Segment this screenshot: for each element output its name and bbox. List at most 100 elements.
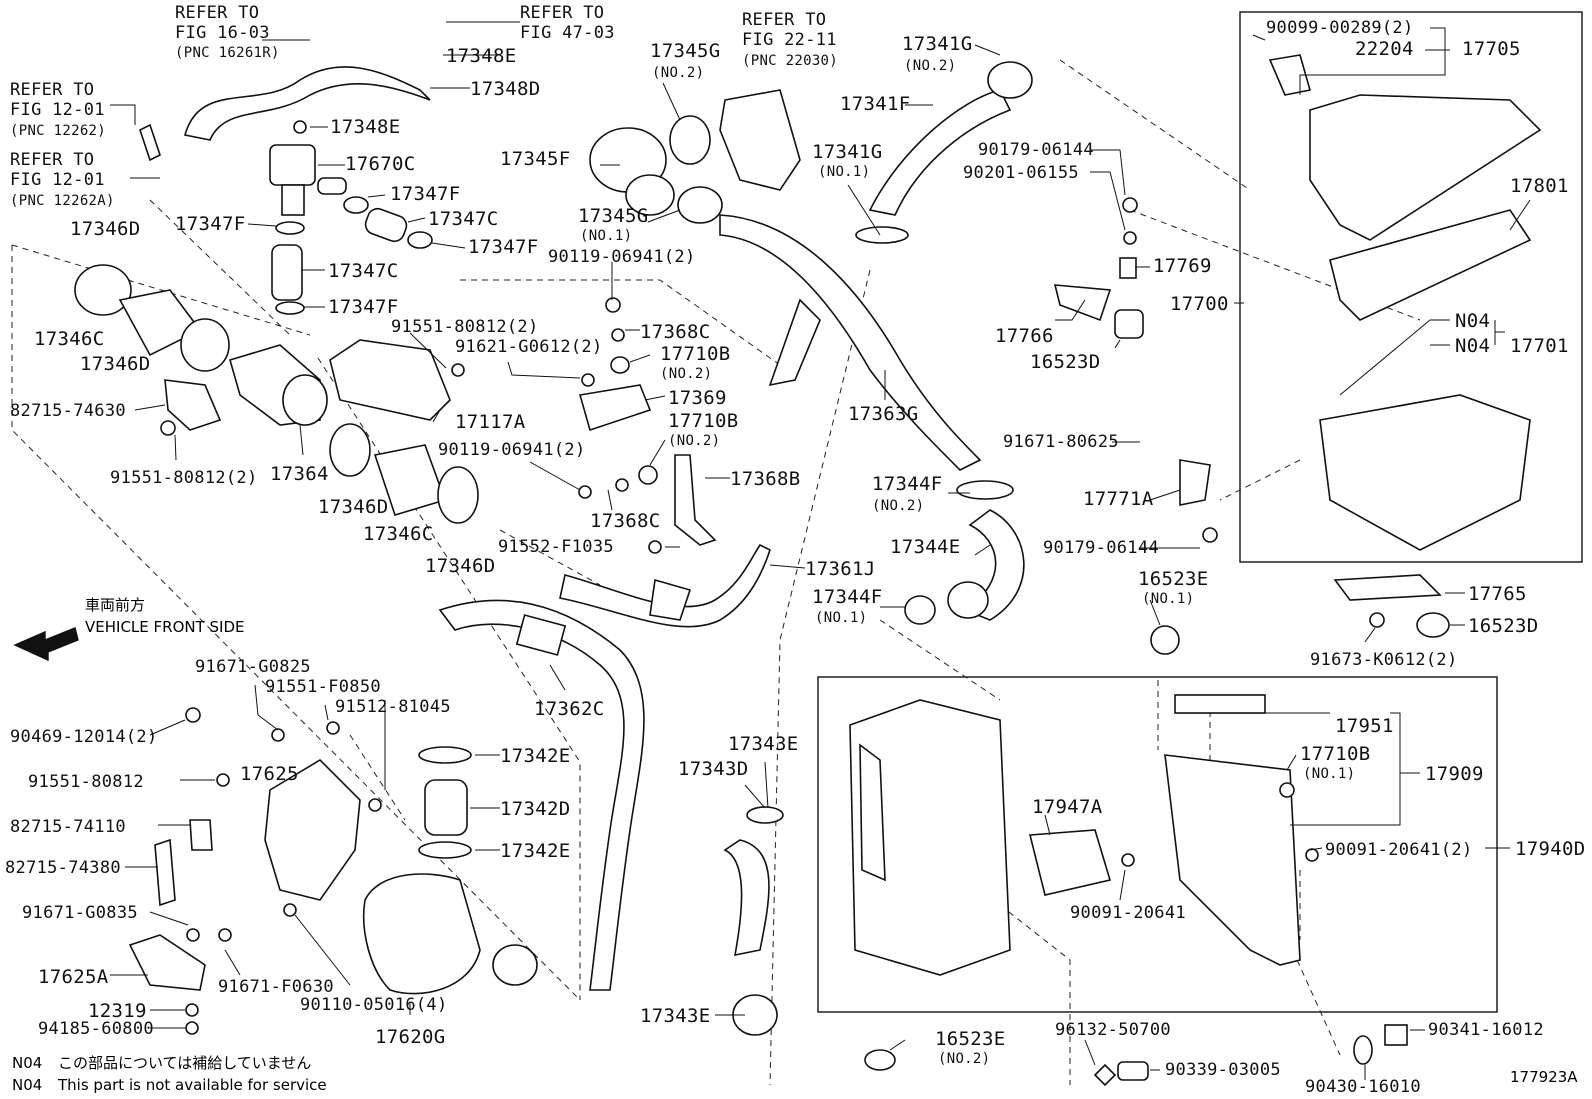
label-17345F: 17345F bbox=[500, 148, 570, 170]
label-17346D: 17346D bbox=[70, 218, 140, 240]
label-90119-06941: 90119-06941(2) bbox=[548, 247, 696, 267]
label-82715-74630: 82715-74630 bbox=[10, 401, 126, 421]
label-17369: 17369 bbox=[668, 387, 727, 409]
label-17344F-sub: (NO.1) bbox=[815, 610, 867, 626]
label-17341G-sub: (NO.2) bbox=[904, 58, 956, 74]
svg-text:REFER TO: REFER TO bbox=[10, 150, 94, 170]
label-22204: 22204 bbox=[1355, 38, 1414, 60]
label-91671-G0835: 91671-G0835 bbox=[22, 903, 138, 923]
label-17363G: 17363G bbox=[848, 403, 918, 425]
label-17710B-sub: (NO.2) bbox=[660, 366, 712, 382]
label-17346D: 17346D bbox=[318, 496, 388, 518]
part-labels: 17348E 17348D 17348E 17670C 17347F 17347… bbox=[5, 18, 1585, 1097]
label-17344F: 17344F bbox=[872, 473, 942, 495]
label-90091-20641-x2: 90091-20641(2) bbox=[1325, 840, 1473, 860]
label-17345G-sub: (NO.1) bbox=[580, 228, 632, 244]
label-17620G: 17620G bbox=[375, 1026, 445, 1048]
label-17341G-sub: (NO.1) bbox=[818, 164, 870, 180]
vehicle-front-jp: 車両前方 bbox=[85, 596, 145, 614]
label-91671-F0630: 91671-F0630 bbox=[218, 977, 334, 997]
label-17342E: 17342E bbox=[500, 840, 570, 862]
label-16523E-sub: (NO.1) bbox=[1142, 591, 1194, 607]
label-17765: 17765 bbox=[1468, 583, 1527, 605]
label-17341F: 17341F bbox=[840, 93, 910, 115]
air-cleaner-frame bbox=[1239, 11, 1583, 563]
ref-12-01a-line2: FIG 12-01 bbox=[10, 100, 105, 120]
label-91552-F1035: 91552-F1035 bbox=[498, 537, 614, 557]
label-17345G: 17345G bbox=[578, 205, 648, 227]
label-17700: 17700 bbox=[1170, 293, 1229, 315]
svg-text:REFER TO: REFER TO bbox=[175, 3, 259, 23]
ref-22-11-line1: REFER TO bbox=[742, 10, 826, 30]
note-code-en: N04 bbox=[12, 1076, 42, 1094]
label-17705: 17705 bbox=[1462, 38, 1521, 60]
ref-16-03-line1: REFER TO bbox=[175, 3, 259, 23]
svg-text:FIG 22-11: FIG 22-11 bbox=[742, 30, 837, 50]
label-17348E: 17348E bbox=[330, 116, 400, 138]
label-17347F: 17347F bbox=[468, 236, 538, 258]
label-17909: 17909 bbox=[1425, 763, 1484, 785]
label-17670C: 17670C bbox=[345, 153, 415, 175]
label-16523E-sub: (NO.2) bbox=[938, 1051, 990, 1067]
svg-text:FIG 47-03: FIG 47-03 bbox=[520, 23, 615, 43]
label-91551-F0850: 91551-F0850 bbox=[265, 677, 381, 697]
label-82715-74380: 82715-74380 bbox=[5, 858, 121, 878]
vehicle-front-en: VEHICLE FRONT SIDE bbox=[85, 618, 245, 636]
diagram-code: 177923A bbox=[1510, 1068, 1578, 1086]
svg-text:(PNC 12262A): (PNC 12262A) bbox=[10, 193, 115, 209]
label-17347F: 17347F bbox=[175, 213, 245, 235]
label-90469-12014: 90469-12014(2) bbox=[10, 727, 158, 747]
part-shapes bbox=[13, 54, 1542, 1087]
label-91551-80812: 91551-80812 bbox=[28, 772, 144, 792]
label-17710B-sub: (NO.2) bbox=[668, 433, 720, 449]
label-17710B: 17710B bbox=[660, 343, 730, 365]
label-17368B: 17368B bbox=[730, 468, 800, 490]
label-91671-G0825: 91671-G0825 bbox=[195, 657, 311, 677]
label-17769: 17769 bbox=[1153, 255, 1212, 277]
label-90430-16010: 90430-16010 bbox=[1305, 1077, 1421, 1097]
label-90099-00289: 90099-00289(2) bbox=[1266, 18, 1414, 38]
label-17951: 17951 bbox=[1335, 715, 1394, 737]
label-17361J: 17361J bbox=[805, 558, 875, 580]
label-17940D: 17940D bbox=[1515, 838, 1585, 860]
note-en: This part is not available for service bbox=[57, 1076, 327, 1094]
label-17348E: 17348E bbox=[446, 45, 516, 67]
ref-12-01b-line1: REFER TO bbox=[10, 150, 94, 170]
label-17342D: 17342D bbox=[500, 798, 570, 820]
footer-notes: 車両前方 VEHICLE FRONT SIDE N04 この部品については補給し… bbox=[12, 596, 1578, 1094]
label-17341G: 17341G bbox=[812, 141, 882, 163]
label-91621-G0612: 91621-G0612(2) bbox=[455, 337, 603, 357]
label-91512-81045: 91512-81045 bbox=[335, 697, 451, 717]
label-17701: 17701 bbox=[1510, 335, 1569, 357]
svg-text:FIG 12-01: FIG 12-01 bbox=[10, 170, 105, 190]
label-90341-16012: 90341-16012 bbox=[1428, 1020, 1544, 1040]
label-17364: 17364 bbox=[270, 463, 329, 485]
ref-12-01b-line3: (PNC 12262A) bbox=[10, 193, 115, 209]
label-17625: 17625 bbox=[240, 763, 299, 785]
label-17117A: 17117A bbox=[455, 411, 526, 433]
label-17348D: 17348D bbox=[470, 78, 540, 100]
label-17343E: 17343E bbox=[728, 733, 798, 755]
svg-text:REFER TO: REFER TO bbox=[10, 80, 94, 100]
label-17766: 17766 bbox=[995, 325, 1054, 347]
ref-22-11-line2: FIG 22-11 bbox=[742, 30, 837, 50]
label-17801: 17801 bbox=[1510, 175, 1569, 197]
label-17344E: 17344E bbox=[890, 536, 960, 558]
label-17346C: 17346C bbox=[363, 523, 433, 545]
reference-notes: REFER TO FIG 16-03 (PNC 16261R) REFER TO… bbox=[10, 3, 838, 209]
label-96132-50700: 96132-50700 bbox=[1055, 1020, 1171, 1040]
ref-12-01a-line3: (PNC 12262) bbox=[10, 123, 106, 139]
label-91671-80625: 91671-80625 bbox=[1003, 432, 1119, 452]
svg-text:REFER TO: REFER TO bbox=[520, 3, 604, 23]
label-17345G-sub: (NO.2) bbox=[652, 65, 704, 81]
ref-47-03-line1: REFER TO bbox=[520, 3, 604, 23]
ref-12-01b-line2: FIG 12-01 bbox=[10, 170, 105, 190]
label-16523D: 16523D bbox=[1030, 351, 1100, 373]
label-17710B: 17710B bbox=[1300, 743, 1370, 765]
label-90091-20641: 90091-20641 bbox=[1070, 903, 1186, 923]
label-N04: N04 bbox=[1455, 335, 1490, 357]
svg-text:(PNC 12262): (PNC 12262) bbox=[10, 123, 106, 139]
label-17947A: 17947A bbox=[1032, 796, 1103, 818]
leader-lines bbox=[110, 21, 1531, 1080]
